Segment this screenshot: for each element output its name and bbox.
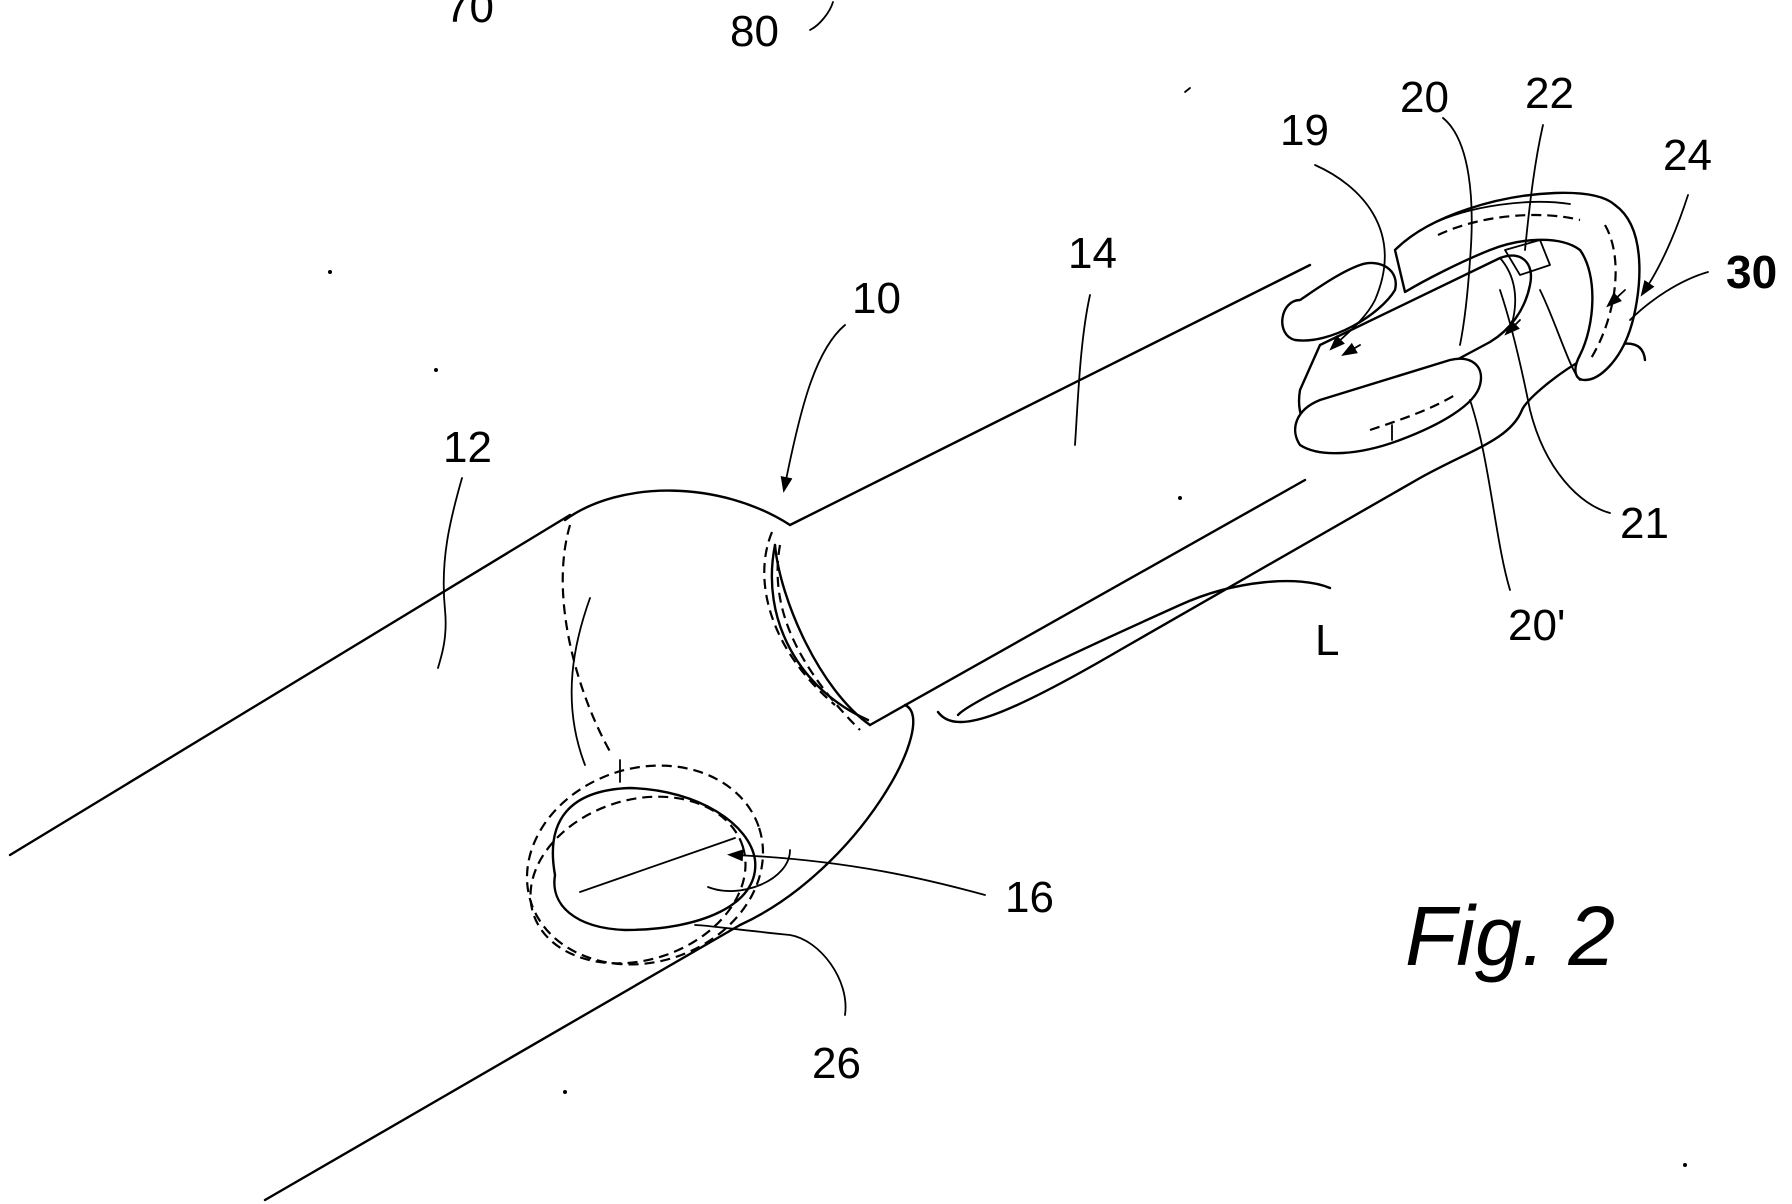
label-19: 19 [1280, 106, 1329, 155]
label-80: 80 [730, 7, 779, 56]
label-20-prime: 20' [1508, 601, 1565, 650]
label-24: 24 [1663, 131, 1712, 180]
side-opening [501, 598, 790, 994]
label-22: 22 [1525, 69, 1574, 118]
label-70: 70 [445, 0, 494, 32]
label-16: 16 [1005, 873, 1054, 922]
label-L: L [1315, 616, 1339, 665]
tip-assembly [1282, 193, 1639, 453]
figure-caption: Fig. 2 [1405, 889, 1615, 983]
length-bracket [958, 581, 1330, 715]
scan-specks [328, 270, 1687, 1167]
label-14: 14 [1068, 229, 1117, 278]
label-21: 21 [1620, 499, 1669, 548]
ball-coupling [563, 491, 914, 925]
label-30: 30 [1726, 246, 1777, 298]
inner-tube [775, 265, 1310, 725]
label-20: 20 [1400, 73, 1449, 122]
label-10: 10 [852, 274, 901, 323]
label-12: 12 [443, 423, 492, 472]
label-26: 26 [812, 1039, 861, 1088]
